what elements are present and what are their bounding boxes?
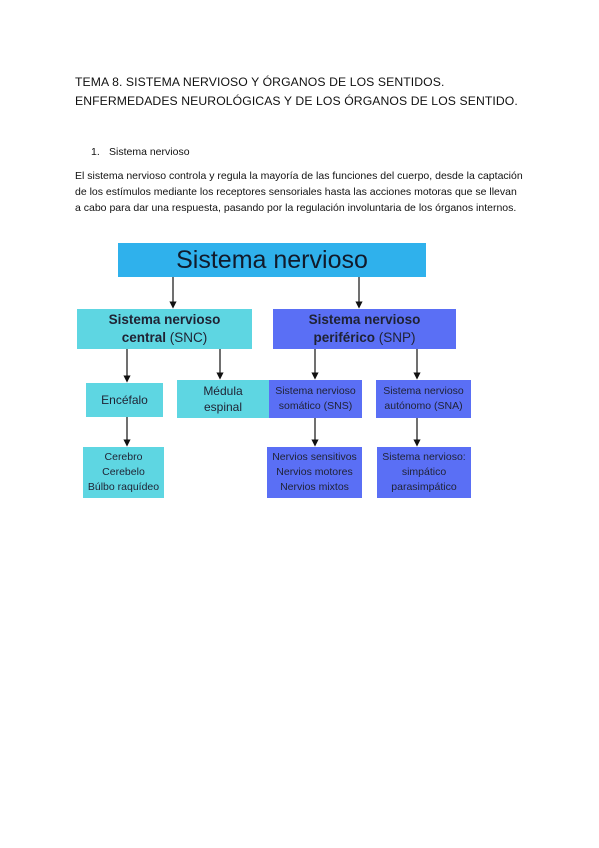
node-sns-label: Sistema nervioso somático (SNS) [275,385,356,412]
node-snp-bold: Sistema nervioso periférico [308,312,421,345]
node-snc: Sistema nervioso central (SNC) [77,309,252,349]
node-cerebro: Cerebro Cerebelo Búlbo raquídeo [83,447,164,498]
node-nervios-label: Nervios sensitivos Nervios motores Nervi… [272,451,357,493]
section-heading: 1. Sistema nervioso [91,146,190,158]
node-sns: Sistema nervioso somático (SNS) [269,380,362,418]
node-sistema-nervioso-label: Sistema nervioso [176,245,368,274]
node-nervios: Nervios sensitivos Nervios motores Nervi… [267,447,362,498]
node-simpatico: Sistema nervioso: simpático parasimpátic… [377,447,471,498]
node-encefalo-label: Encéfalo [101,393,148,407]
node-simpatico-label: Sistema nervioso: simpático parasimpátic… [382,451,466,493]
node-cerebro-label: Cerebro Cerebelo Búlbo raquídeo [87,451,160,493]
section-heading-text: Sistema nervioso [109,146,190,158]
node-encefalo: Encéfalo [86,383,163,417]
document-title: TEMA 8. SISTEMA NERVIOSO Y ÓRGANOS DE LO… [75,75,518,108]
node-snp-suffix: (SNP) [375,330,416,345]
node-snc-bold: Sistema nervioso central [108,312,221,345]
body-paragraph: El sistema nervioso controla y regula la… [75,170,523,214]
node-snp-label: Sistema nervioso periférico (SNP) [309,311,421,347]
node-snc-label: Sistema nervioso central (SNC) [109,311,221,347]
node-sna: Sistema nervioso autónomo (SNA) [376,380,471,418]
node-sistema-nervioso: Sistema nervioso [118,243,426,277]
node-sna-label: Sistema nervioso autónomo (SNA) [383,385,464,412]
node-snp: Sistema nervioso periférico (SNP) [273,309,456,349]
section-number: 1. [91,146,100,158]
node-medula: Médula espinal [177,380,269,418]
node-medula-label: Médula espinal [203,384,243,414]
node-snc-suffix: (SNC) [166,330,208,345]
